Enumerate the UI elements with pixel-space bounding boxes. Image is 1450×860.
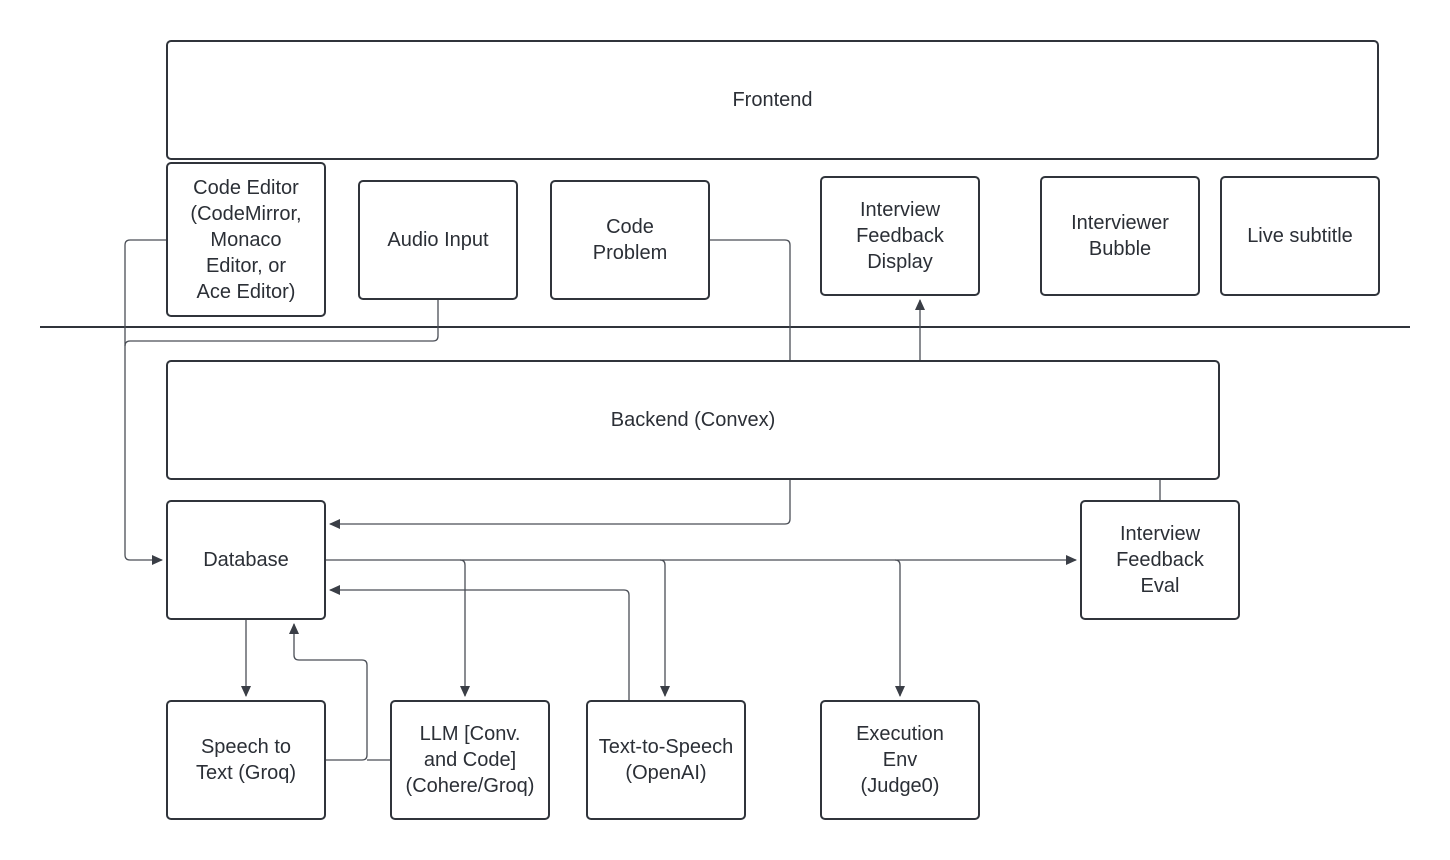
- code-problem-box: Code Problem: [550, 180, 710, 300]
- execution-env-box: Execution Env (Judge0): [820, 700, 980, 820]
- edge-database-to-tts: [659, 559, 670, 697]
- live-subtitle-box: Live subtitle: [1220, 176, 1380, 296]
- text-to-speech-box: Text-to-Speech (OpenAI): [586, 700, 746, 820]
- code-problem-label: Code Problem: [592, 216, 668, 264]
- edge-database-to-llm: [459, 559, 470, 697]
- feedback-display-box: Interview Feedback Display: [820, 176, 980, 296]
- frontend-block: Frontend: [166, 40, 1379, 160]
- execution-env-label: Execution Env (Judge0): [856, 723, 944, 797]
- feedback-eval-label: Interview Feedback Eval: [1116, 523, 1204, 597]
- edge-code-editor-to-database: [124, 239, 166, 565]
- database-label: Database: [203, 549, 289, 571]
- database-box: Database: [166, 500, 326, 620]
- code-editor-label: Code Editor (CodeMirror, Monaco Editor, …: [190, 176, 302, 303]
- audio-input-label: Audio Input: [387, 229, 489, 251]
- speech-to-text-box: Speech to Text (Groq): [166, 700, 326, 820]
- llm-label: LLM [Conv. and Code] (Cohere/Groq): [405, 723, 535, 797]
- edge-tts-to-database: [329, 585, 630, 700]
- backend-block: Backend (Convex): [166, 360, 1220, 480]
- edge-stt-llm-to-database: [289, 623, 368, 761]
- edge-database-to-execution-env: [894, 559, 905, 697]
- live-subtitle-label: Live subtitle: [1247, 225, 1353, 247]
- backend-label: Backend (Convex): [610, 409, 776, 431]
- llm-box: LLM [Conv. and Code] (Cohere/Groq): [390, 700, 550, 820]
- interviewer-bubble-box: Interviewer Bubble: [1040, 176, 1200, 296]
- interviewer-bubble-label: Interviewer Bubble: [1071, 212, 1169, 260]
- speech-to-text-label: Speech to Text (Groq): [195, 736, 297, 784]
- feedback-display-label: Interview Feedback Display: [856, 199, 944, 273]
- edge-audio-input-to-database: [124, 300, 439, 347]
- feedback-eval-box: Interview Feedback Eval: [1080, 500, 1240, 620]
- code-editor-box: Code Editor (CodeMirror, Monaco Editor, …: [166, 162, 326, 317]
- text-to-speech-label: Text-to-Speech (OpenAI): [598, 736, 734, 784]
- frontend-label: Frontend: [732, 89, 813, 111]
- audio-input-box: Audio Input: [358, 180, 518, 300]
